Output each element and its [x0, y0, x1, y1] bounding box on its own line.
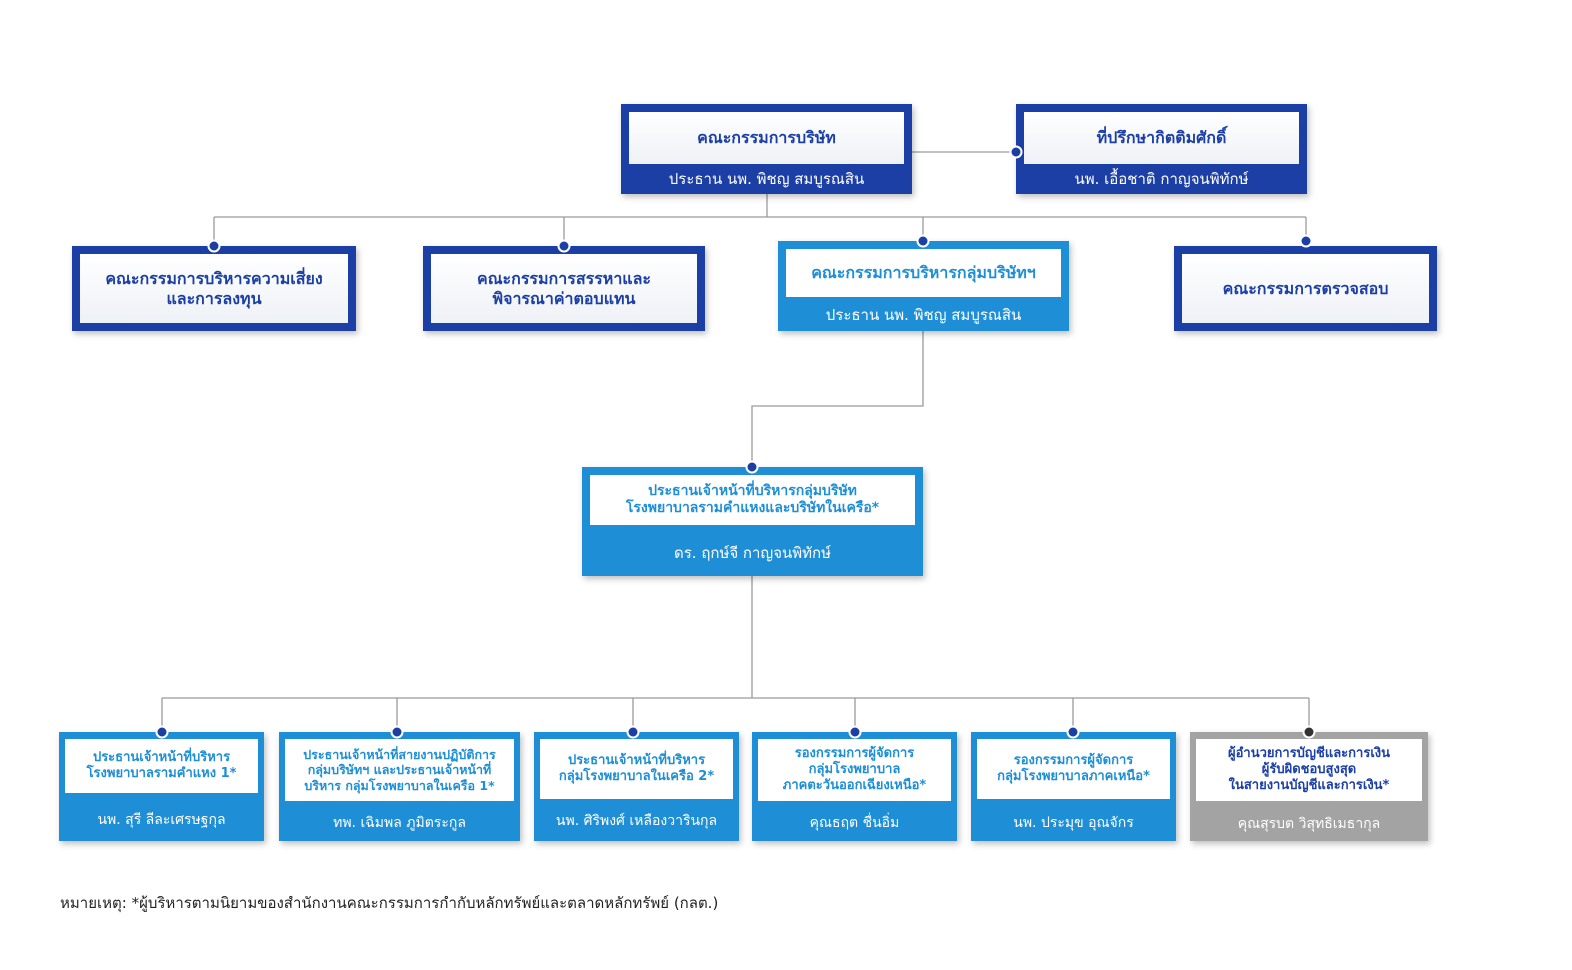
risk-committee-line1: คณะกรรมการบริหารความเสี่ยง — [105, 268, 323, 288]
executive-4-name: คุณธฤต ชื่นอิ่ม — [809, 815, 900, 831]
executive-box-5: รองกรรมการผู้จัดการ กลุ่มโรงพยาบาลภาคเหน… — [971, 732, 1176, 841]
executive-2-name: ทพ. เฉิมพล ภูมิตระกูล — [333, 815, 466, 831]
executive-box-2: ประธานเจ้าหน้าที่สายงานปฏิบัติการ กลุ่มบ… — [279, 732, 520, 841]
executive-2-line2: กลุ่มบริษัทฯ และประธานเจ้าหน้าที่ — [307, 762, 492, 778]
ceo-title-line2: โรงพยาบาลรามคำแหงและบริษัทในเครือ* — [625, 500, 880, 516]
advisor-name: นพ. เอื้อชาติ กาญจนพิทักษ์ — [1074, 170, 1249, 188]
executive-box-3: ประธานเจ้าหน้าที่บริหาร กลุ่มโรงพยาบาลใน… — [534, 732, 739, 841]
executive-3-line2: กลุ่มโรงพยาบาลในเครือ 2* — [558, 769, 715, 784]
nomination-committee-line2: พิจารณาค่าตอบแทน — [492, 288, 636, 308]
executive-2-line3: บริหาร กลุ่มโรงพยาบาลในเครือ 1* — [304, 777, 495, 793]
board-title: คณะกรรมการบริษัท — [697, 128, 836, 147]
executive-3-line1: ประธานเจ้าหน้าที่บริหาร — [567, 752, 706, 768]
executive-6-name: คุณสุรบต วิสุทธิเมธากุล — [1237, 816, 1381, 832]
connector-dot-nomination — [557, 239, 571, 253]
ceo-name: ดร. ฤกษ์จี กาญจนพิทักษ์ — [673, 544, 832, 562]
ceo-title-line1: ประธานเจ้าหน้าที่บริหารกลุ่มบริษัท — [648, 482, 857, 499]
executive-1-line1: ประธานเจ้าหน้าที่บริหาร — [92, 749, 231, 765]
board-of-directors-box: คณะกรรมการบริษัท ประธาน นพ. พิชญ สมบูรณส… — [621, 104, 912, 194]
footnote: หมายเหตุ: *ผู้บริหารตามนิยามของสำนักงานค… — [60, 894, 719, 912]
audit-committee-box: คณะกรรมการตรวจสอบ — [1174, 246, 1437, 331]
executive-5-line2: กลุ่มโรงพยาบาลภาคเหนือ* — [997, 769, 1150, 784]
connector-dot-ceo — [745, 460, 759, 474]
ceo-box: ประธานเจ้าหน้าที่บริหารกลุ่มบริษัท โรงพย… — [582, 467, 923, 576]
connector-dot-executive — [916, 234, 930, 248]
executive-6-line2: ผู้รับผิดชอบสูงสุด — [1261, 761, 1357, 777]
connector-dot-exec-2 — [390, 725, 404, 739]
connector-dot-risk — [207, 239, 221, 253]
executive-6-line1: ผู้อำนวยการบัญชีและการเงิน — [1228, 745, 1390, 761]
executive-4-line3: ภาคตะวันออกเฉียงเหนือ* — [782, 778, 927, 794]
connector-dot-exec-3 — [626, 725, 640, 739]
executive-4-line2: กลุ่มโรงพยาบาล — [808, 761, 901, 777]
executive-6-line3: ในสายงานบัญชีและการเงิน* — [1228, 778, 1390, 794]
executive-2-line1: ประธานเจ้าหน้าที่สายงานปฏิบัติการ — [303, 746, 496, 762]
connector-dot-exec-5 — [1066, 725, 1080, 739]
executive-4-line1: รองกรรมการผู้จัดการ — [794, 745, 915, 761]
executive-box-1: ประธานเจ้าหน้าที่บริหาร โรงพยาบาลรามคำแห… — [59, 732, 264, 841]
executive-1-name: นพ. สุรี ลีละเศรษฐกุล — [97, 812, 226, 828]
executive-1-line2: โรงพยาบาลรามคำแหง 1* — [86, 766, 237, 781]
executive-3-name: นพ. ศิริพงศ์ เหลืองวารินกุล — [555, 813, 718, 829]
executive-5-name: นพ. ประมุข อุณจักร — [1013, 815, 1134, 831]
connector-dot-exec-4 — [848, 725, 862, 739]
risk-committee-line2: และการลงทุน — [166, 288, 262, 308]
executive-box-4: รองกรรมการผู้จัดการ กลุ่มโรงพยาบาล ภาคตะ… — [752, 732, 957, 841]
executive-committee-chairman: ประธาน นพ. พิชญ สมบูรณสิน — [825, 306, 1022, 324]
nomination-committee-box: คณะกรรมการสรรหาและ พิจารณาค่าตอบแทน — [423, 246, 705, 331]
board-chairman: ประธาน นพ. พิชญ สมบูรณสิน — [668, 170, 865, 188]
nomination-committee-line1: คณะกรรมการสรรหาและ — [476, 268, 652, 288]
executive-box-6: ผู้อำนวยการบัญชีและการเงิน ผู้รับผิดชอบส… — [1190, 732, 1428, 841]
executive-5-line1: รองกรรมการผู้จัดการ — [1013, 752, 1134, 768]
advisor-title: ที่ปรึกษากิตติมศักดิ์ — [1096, 128, 1227, 147]
risk-committee-box: คณะกรรมการบริหารความเสี่ยง และการลงทุน — [72, 246, 356, 331]
executive-committee-title: คณะกรรมการบริหารกลุ่มบริษัทฯ — [811, 263, 1036, 282]
honorary-advisor-box: ที่ปรึกษากิตติมศักดิ์ นพ. เอื้อชาติ กาญจ… — [1016, 104, 1307, 194]
audit-committee-title: คณะกรรมการตรวจสอบ — [1222, 278, 1389, 298]
connector-dot-exec-1 — [155, 725, 169, 739]
connector-dot-advisor — [1009, 145, 1023, 159]
connector-dot-audit — [1299, 234, 1313, 248]
executive-committee-box: คณะกรรมการบริหารกลุ่มบริษัทฯ ประธาน นพ. … — [778, 241, 1069, 331]
connector-dot-exec-6 — [1302, 725, 1316, 739]
connector-executive-ceo — [751, 331, 924, 467]
